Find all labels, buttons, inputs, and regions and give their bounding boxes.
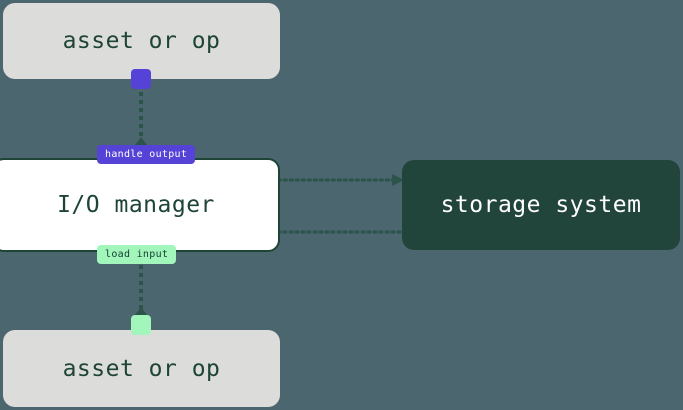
node-io-manager-label: I/O manager xyxy=(57,192,215,218)
node-asset-bottom[interactable]: asset or op xyxy=(3,330,280,407)
edge-label-load-input-text: load input xyxy=(105,249,169,260)
node-asset-top-label: asset or op xyxy=(62,28,221,54)
node-storage-system-label: storage system xyxy=(440,192,642,218)
edge-label-load-input[interactable]: load input xyxy=(97,245,177,264)
node-storage-system[interactable]: storage system xyxy=(402,160,680,250)
edge-write-to-storage-arrowhead xyxy=(392,174,404,186)
edge-label-handle-output-text: handle output xyxy=(105,149,188,160)
edge-label-handle-output[interactable]: handle output xyxy=(97,145,196,164)
node-asset-bottom-label: asset or op xyxy=(62,355,221,382)
input-port-handle[interactable] xyxy=(131,315,151,335)
node-asset-top[interactable]: asset or op xyxy=(3,3,280,79)
output-port-handle[interactable] xyxy=(131,69,151,89)
node-io-manager[interactable]: I/O manager xyxy=(0,158,280,252)
